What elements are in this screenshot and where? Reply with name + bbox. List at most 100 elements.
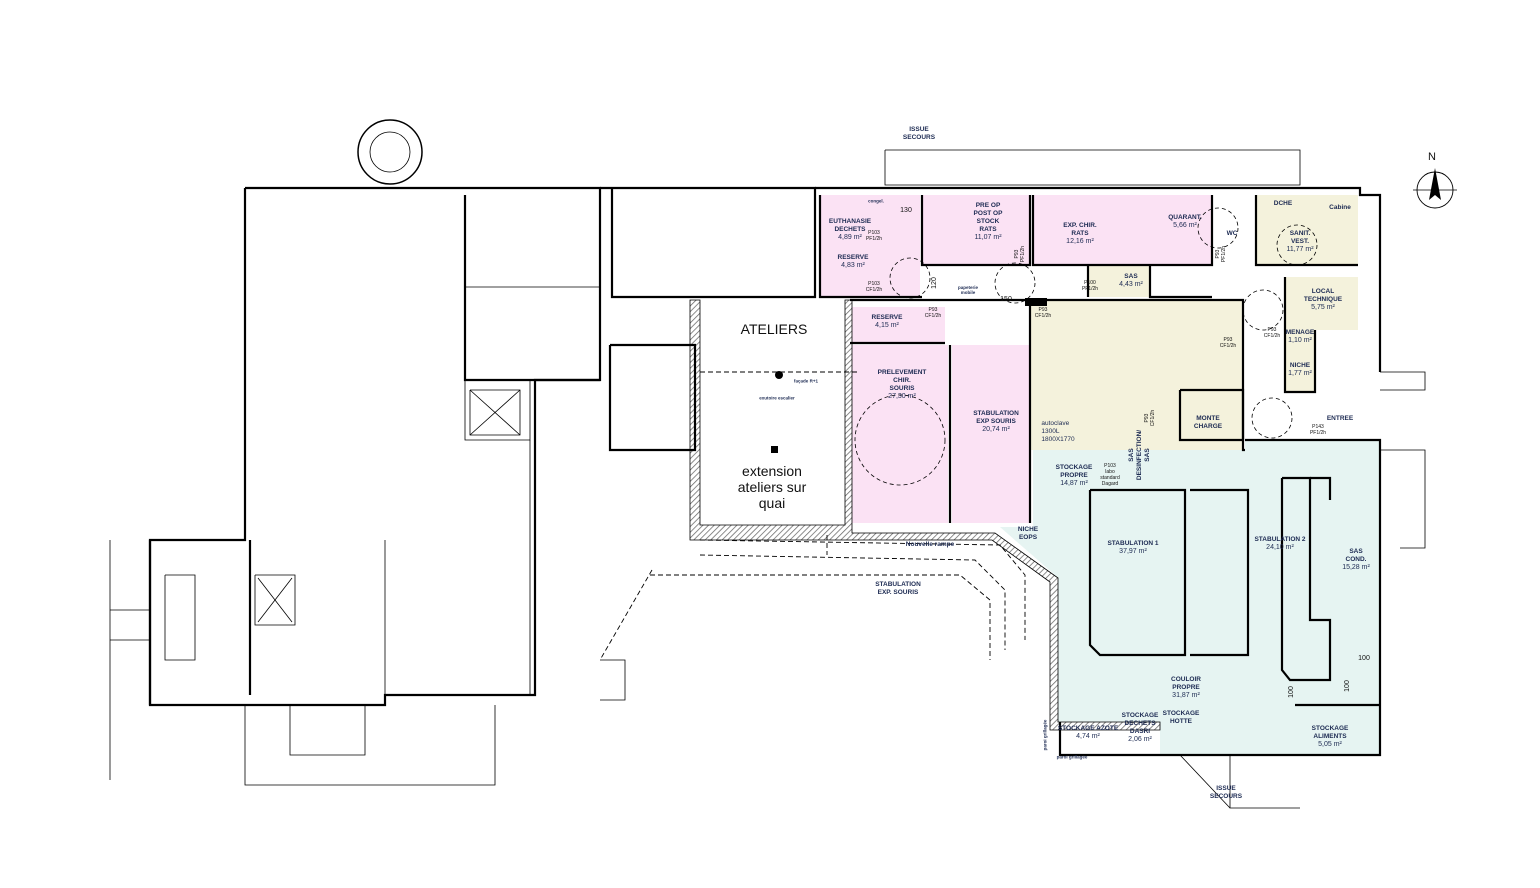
door-tag: P100 PF1/2h — [1081, 280, 1099, 292]
room-area: 37,97 m² — [1119, 548, 1147, 555]
room-name: EXP. CHIR. RATS — [1063, 222, 1097, 237]
room-label: MONTE CHARGE — [1194, 415, 1222, 431]
ramp-dashed-line — [699, 539, 1026, 640]
room-name: MENAGE — [1285, 329, 1315, 336]
wall — [1178, 388, 1245, 442]
thin-line — [164, 574, 196, 661]
annotation: 100 — [1288, 686, 1295, 698]
room-fill-cream — [1285, 330, 1315, 392]
room-name: STOCKAGE AZOTE — [1057, 725, 1119, 732]
thin-line — [1380, 371, 1426, 391]
room-label: QUARANT.5,66 m² — [1168, 214, 1202, 230]
room-fill-cream — [1285, 277, 1358, 330]
door-tag: P103 CF1/2h — [865, 281, 883, 293]
wall — [1190, 488, 1250, 657]
hatched-wall — [689, 299, 1161, 731]
room-area: 5,05 m² — [1318, 741, 1342, 748]
turning-circle — [1242, 289, 1284, 331]
room-area: 4,43 m² — [1119, 281, 1143, 288]
room-name: MONTE CHARGE — [1193, 415, 1223, 430]
room-name: STOCKAGE PROPRE — [1055, 464, 1093, 479]
wall — [1310, 476, 1332, 500]
room-label: NICHE EOPS — [1018, 526, 1038, 542]
turning-circle — [1197, 207, 1239, 249]
thin-line — [464, 380, 531, 441]
room-area: 4,83 m² — [841, 262, 865, 269]
wall — [920, 195, 1032, 267]
room-fill-pink — [952, 345, 1030, 523]
room-fill-pink — [820, 195, 920, 297]
room-area: 27,30 m² — [888, 393, 916, 400]
room-name: STOCKAGE DECHETS DASRI — [1121, 712, 1159, 735]
room-area: 4,15 m² — [875, 322, 899, 329]
zone-label: extension ateliers sur quai — [737, 463, 807, 511]
room-area: 2,06 m² — [1128, 736, 1152, 743]
wall — [1148, 265, 1212, 299]
door-tag: P93 CF1/2h — [1034, 307, 1052, 319]
north-label: N — [1428, 151, 1436, 163]
room-fill-cyan — [1000, 440, 1380, 755]
wall — [463, 195, 600, 382]
annotation: paroi grillagée — [1042, 719, 1048, 751]
door-tag: P103 PF1/2h — [865, 230, 883, 242]
lift-cross — [469, 389, 521, 436]
room-label: SAS COND.15,28 m² — [1342, 548, 1370, 572]
door-tag: P93 CF1/2h — [1219, 337, 1237, 349]
annotation: paroi grillagée — [1056, 754, 1088, 760]
room-name: PRE OP POST OP STOCK RATS — [973, 202, 1003, 233]
room-name: STOCKAGE HOTTE — [1162, 710, 1200, 725]
room-fill-pink — [1033, 195, 1150, 265]
room-area: 5,75 m² — [1311, 304, 1335, 311]
room-name: STABULATION 1 — [1107, 540, 1159, 547]
room-name: RESERVE — [871, 314, 903, 321]
ramp-dashed-line — [599, 569, 653, 661]
annotation: 120 — [931, 277, 938, 289]
turning-circle — [1276, 224, 1318, 266]
door-tag: P93 CF1/2h — [924, 307, 942, 319]
room-name: SAS COND. — [1345, 548, 1367, 563]
room-name: EUTHANASIE DECHETS — [828, 218, 872, 233]
lift-cross — [257, 577, 293, 623]
room-name: STABULATION EXP SOURIS — [973, 410, 1019, 425]
room-area: 14,87 m² — [1060, 480, 1088, 487]
wall — [1088, 488, 1187, 657]
zone-label: ATELIERS — [740, 321, 808, 337]
room-label: SAS DESINFECTION/ SAS — [1128, 430, 1152, 480]
column-marker — [771, 446, 778, 453]
annotation: congel. — [868, 198, 884, 204]
annotation: ISSUE SECOURS — [902, 126, 936, 141]
room-name: STOCKAGE ALIMENTS — [1311, 725, 1349, 740]
room-fill-pink — [850, 307, 945, 343]
room-name: SAS DESINFECTION/ SAS — [1128, 429, 1151, 481]
room-area: 4,74 m² — [1076, 733, 1100, 740]
door-tag: P93 PF1/2h — [1014, 245, 1026, 263]
door-tag: P93 CF1/2h — [1144, 409, 1156, 427]
ramp-dashed-line — [650, 574, 991, 660]
room-area: 1,77 m² — [1288, 370, 1312, 377]
room-fill-cream — [1030, 300, 1243, 450]
room-name: STABULATION 2 — [1254, 536, 1306, 543]
room-name: autoclave 1300L 1800X1770 — [1041, 420, 1075, 443]
wall — [815, 186, 1382, 372]
room-area: 20,74 m² — [982, 426, 1010, 433]
annotation: Nouvelle rampe — [905, 541, 955, 548]
annotation: 100 — [1358, 655, 1370, 662]
turning-circle — [1251, 397, 1293, 439]
room-name: Cabine — [1329, 204, 1351, 211]
room-area: 15,28 m² — [1342, 564, 1370, 571]
room-name: LOCAL TECHNIQUE — [1303, 288, 1343, 303]
